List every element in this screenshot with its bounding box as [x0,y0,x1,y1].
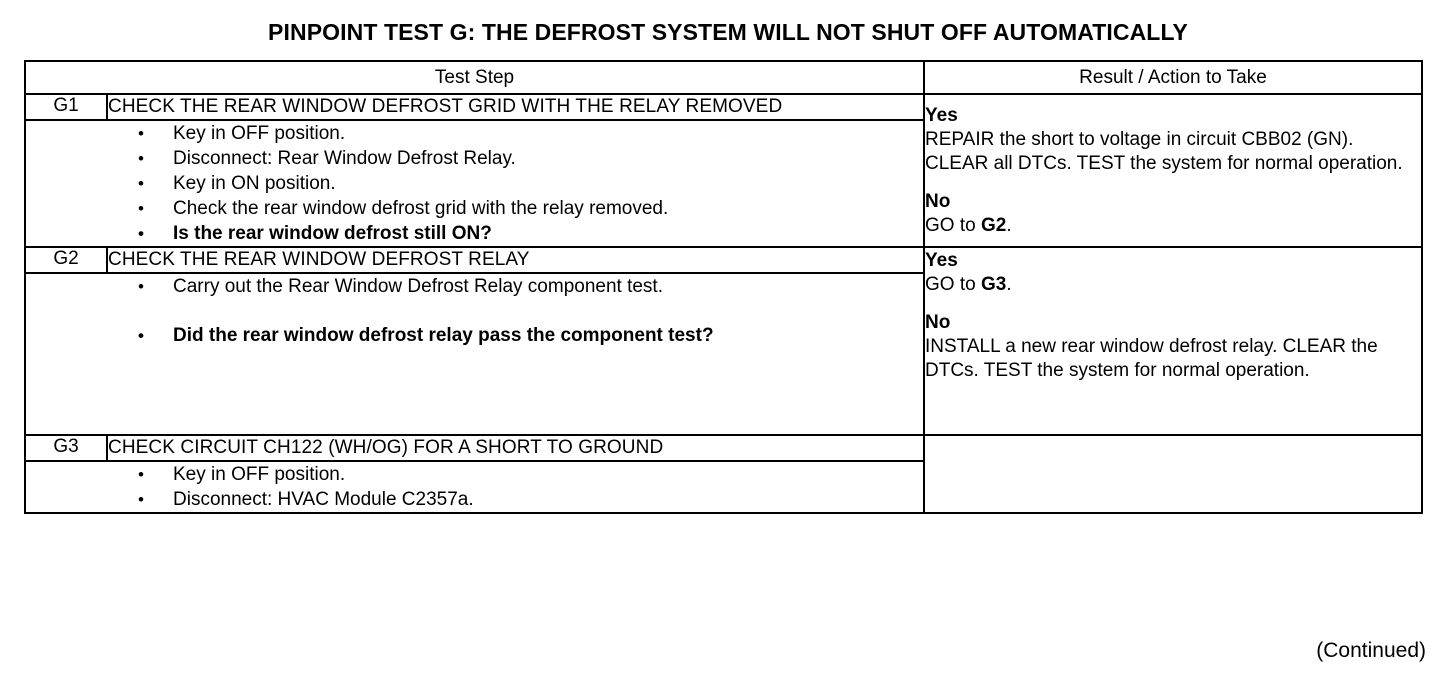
bullet-list: Key in OFF position.Disconnect: Rear Win… [26,121,923,246]
column-header-test-step: Test Step [24,60,925,95]
step-body-row-g1: Key in OFF position.Disconnect: Rear Win… [24,119,1422,248]
step-bullets-g2: Carry out the Rear Window Defrost Relay … [24,272,925,436]
step-title-row-g3: G3 CHECK CIRCUIT CH122 (WH/OG) FOR A SHO… [24,434,1423,514]
result-action-text: INSTALL a new rear window defrost relay.… [925,336,1378,381]
step-title-g3: CHECK CIRCUIT CH122 (WH/OG) FOR A SHORT … [106,434,925,462]
result-block: Yes GO to G3. [925,248,1421,297]
result-answer-label: Yes [925,105,958,126]
step-id-g3: G3 [24,434,108,462]
bullet-list: Carry out the Rear Window Defrost Relay … [26,274,923,348]
table-header-row: Test Step Result / Action to Take [24,60,1423,95]
step-title-row-g1: G1 CHECK THE REAR WINDOW DEFROST GRID WI… [24,93,1423,248]
bullet-item: Disconnect: HVAC Module C2357a. [26,487,923,512]
bullet-item: Key in OFF position. [26,121,923,146]
result-cell-g3 [923,434,1423,514]
step-id-g1: G1 [24,93,108,121]
page-title: PINPOINT TEST G: THE DEFROST SYSTEM WILL… [268,19,1188,45]
continued-note: (Continued) [1316,639,1426,662]
bullet-item: Is the rear window defrost still ON? [26,221,923,246]
bullet-item: Carry out the Rear Window Defrost Relay … [26,274,923,299]
bullet-item: Did the rear window defrost relay pass t… [26,323,923,348]
step-bullets-g3: Key in OFF position.Disconnect: HVAC Mod… [24,460,925,514]
result-answer-label: No [925,312,951,333]
step-body-row-g3: Key in OFF position.Disconnect: HVAC Mod… [24,460,1422,514]
step-title-row-g2: G2 CHECK THE REAR WINDOW DEFROST RELAY Y… [24,246,1423,436]
step-id-g2: G2 [24,246,108,274]
pinpoint-test-table: Test Step Result / Action to Take G1 CHE… [24,60,1423,514]
step-title-g2: CHECK THE REAR WINDOW DEFROST RELAY [106,246,925,274]
step-bullets-g1: Key in OFF position.Disconnect: Rear Win… [24,119,925,248]
result-answer-label: Yes [925,250,958,271]
result-answer-label: No [925,191,951,212]
result-block: No GO to G2. [925,189,1421,238]
result-action-text: GO to G3. [925,274,1012,295]
bullet-item: Check the rear window defrost grid with … [26,196,923,221]
column-header-result-action: Result / Action to Take [923,60,1423,95]
bullet-item: Disconnect: Rear Window Defrost Relay. [26,146,923,171]
bullet-item: Key in ON position. [26,171,923,196]
result-action-text: REPAIR the short to voltage in circuit C… [925,129,1403,174]
bullet-list: Key in OFF position.Disconnect: HVAC Mod… [26,462,923,512]
result-action-text: GO to G2. [925,215,1012,236]
step-body-row-g2: Carry out the Rear Window Defrost Relay … [24,272,1422,436]
step-title-g1: CHECK THE REAR WINDOW DEFROST GRID WITH … [106,93,925,121]
bullet-item: Key in OFF position. [26,462,923,487]
